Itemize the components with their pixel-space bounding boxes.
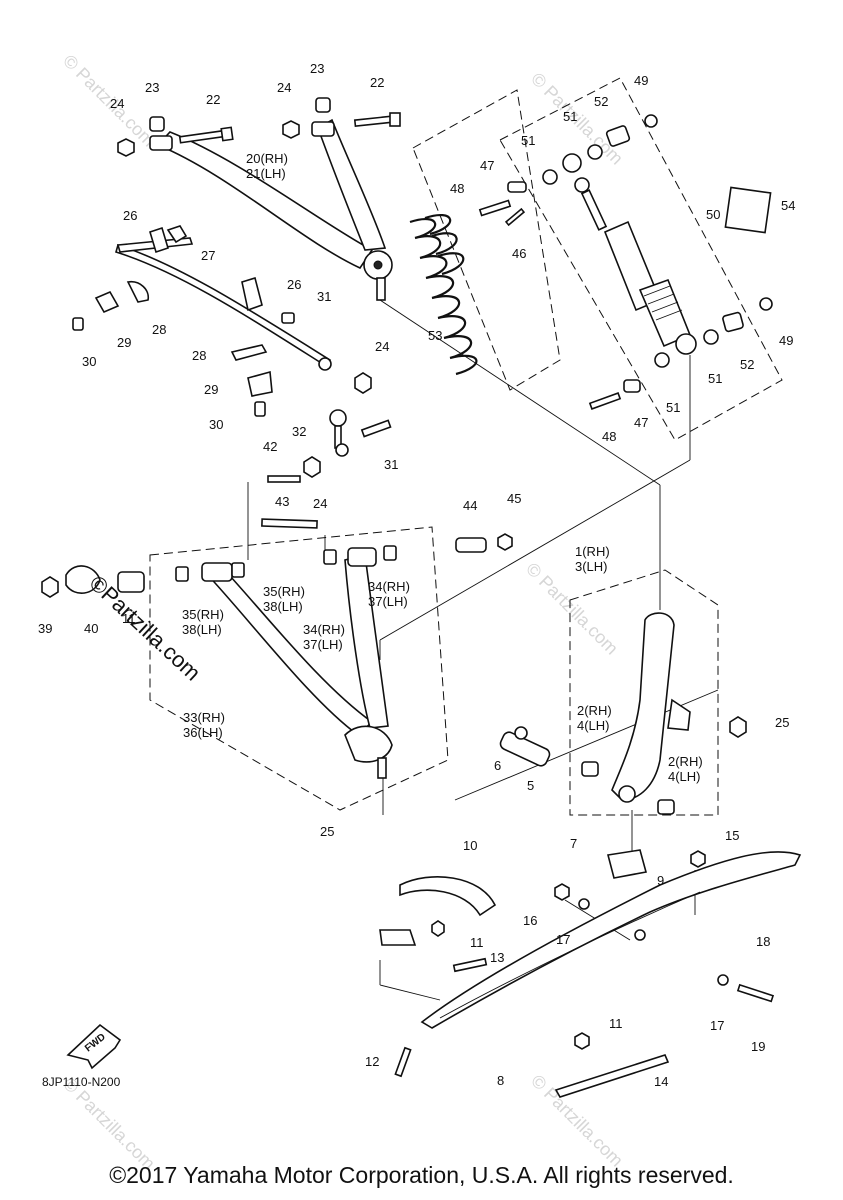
- callout-52: 52: [740, 357, 754, 372]
- callout-48: 48: [602, 429, 616, 444]
- ski: [379, 849, 802, 1098]
- shock-group-outline: [499, 77, 783, 441]
- lower-arm-group-outline: [149, 526, 449, 811]
- callout-48: 48: [450, 181, 464, 196]
- callout-51: 51: [666, 400, 680, 415]
- diagram-code: 8JP1110-N200: [42, 1075, 121, 1089]
- callout-40: 40: [84, 621, 98, 636]
- spring-group-outline: [412, 89, 561, 391]
- group-outlines: [149, 77, 783, 816]
- callout-15: 15: [725, 828, 739, 843]
- callout-34-37: 34(RH)37(LH): [368, 579, 410, 609]
- upper-a-arm: [149, 118, 393, 301]
- callout-14: 14: [654, 1074, 668, 1089]
- callout-5: 5: [527, 778, 534, 793]
- callout-33-36: 33(RH)36(LH): [183, 710, 225, 740]
- callout-11: 11: [609, 1016, 623, 1031]
- callout-31: 31: [384, 457, 398, 472]
- callout-28: 28: [192, 348, 206, 363]
- callout-24: 24: [277, 80, 291, 95]
- callout-11: 11: [470, 935, 484, 950]
- callout-9: 9: [657, 873, 664, 888]
- callout-51: 51: [563, 109, 577, 124]
- lower-arm-hardware: [41, 475, 513, 598]
- callout-24: 24: [375, 339, 389, 354]
- link-rod: [303, 409, 392, 478]
- callout-19: 19: [751, 1039, 765, 1054]
- callout-49: 49: [634, 73, 648, 88]
- shock-hardware: [478, 114, 773, 410]
- callout-50: 50: [706, 207, 720, 222]
- callout-2-4: 2(RH)4(LH): [668, 754, 703, 784]
- callout-49: 49: [779, 333, 793, 348]
- callout-22: 22: [370, 75, 384, 90]
- stabilizer-bar: [115, 237, 372, 394]
- upper-hardware: [117, 97, 401, 157]
- callout-16: 16: [523, 913, 537, 928]
- callout-29: 29: [204, 382, 218, 397]
- callout-23: 23: [145, 80, 159, 95]
- callout-18: 18: [756, 934, 770, 949]
- callout-1-3: 1(RH)3(LH): [575, 544, 610, 574]
- callout-25: 25: [775, 715, 789, 730]
- callout-17: 17: [710, 1018, 724, 1033]
- callout-31: 31: [317, 289, 331, 304]
- callout-47: 47: [480, 158, 494, 173]
- callout-35-38: 35(RH)38(LH): [182, 607, 224, 637]
- callout-42: 42: [263, 439, 277, 454]
- callout-34-37: 34(RH)37(LH): [303, 622, 345, 652]
- callout-11: 11: [122, 611, 136, 626]
- callout-52: 52: [594, 94, 608, 109]
- callout-28: 28: [152, 322, 166, 337]
- callout-43: 43: [275, 494, 289, 509]
- callout-51: 51: [708, 371, 722, 386]
- spindle: [499, 612, 747, 815]
- callout-32: 32: [292, 424, 306, 439]
- lower-a-arm: [201, 547, 393, 779]
- callout-45: 45: [507, 491, 521, 506]
- callout-26: 26: [123, 208, 137, 223]
- shock-absorber: [562, 153, 772, 355]
- spindle-group-outline: [569, 569, 719, 816]
- callout-35-38: 35(RH)38(LH): [263, 584, 305, 614]
- callout-51: 51: [521, 133, 535, 148]
- callout-10: 10: [463, 838, 477, 853]
- callout-2-4: 2(RH)4(LH): [577, 703, 612, 733]
- coil-spring: [409, 213, 478, 376]
- callout-6: 6: [494, 758, 501, 773]
- callout-30: 30: [82, 354, 96, 369]
- callout-labels: 1(RH)3(LH) 2(RH)4(LH) 2(RH)4(LH) 5 6 7 8…: [38, 61, 795, 1089]
- callout-22: 22: [206, 92, 220, 107]
- callout-13: 13: [490, 950, 504, 965]
- callout-8: 8: [497, 1073, 504, 1088]
- copyright-notice: ©2017 Yamaha Motor Corporation, U.S.A. A…: [109, 1162, 734, 1188]
- callout-30: 30: [209, 417, 223, 432]
- callout-54: 54: [781, 198, 795, 213]
- callout-39: 39: [38, 621, 52, 636]
- callout-23: 23: [310, 61, 324, 76]
- fwd-arrow-icon: FWD: [66, 1023, 122, 1070]
- callout-47: 47: [634, 415, 648, 430]
- callout-24: 24: [110, 96, 124, 111]
- callout-26: 26: [287, 277, 301, 292]
- callout-7: 7: [570, 836, 577, 851]
- callout-20-21: 20(RH)21(LH): [246, 151, 288, 181]
- callout-44: 44: [463, 498, 477, 513]
- stabilizer-clamps: [72, 225, 295, 417]
- callout-29: 29: [117, 335, 131, 350]
- callout-25: 25: [320, 824, 334, 839]
- callout-27: 27: [201, 248, 215, 263]
- callout-46: 46: [512, 246, 526, 261]
- callout-12: 12: [365, 1054, 379, 1069]
- callout-17: 17: [556, 932, 570, 947]
- callout-24: 24: [313, 496, 327, 511]
- callout-53: 53: [428, 328, 442, 343]
